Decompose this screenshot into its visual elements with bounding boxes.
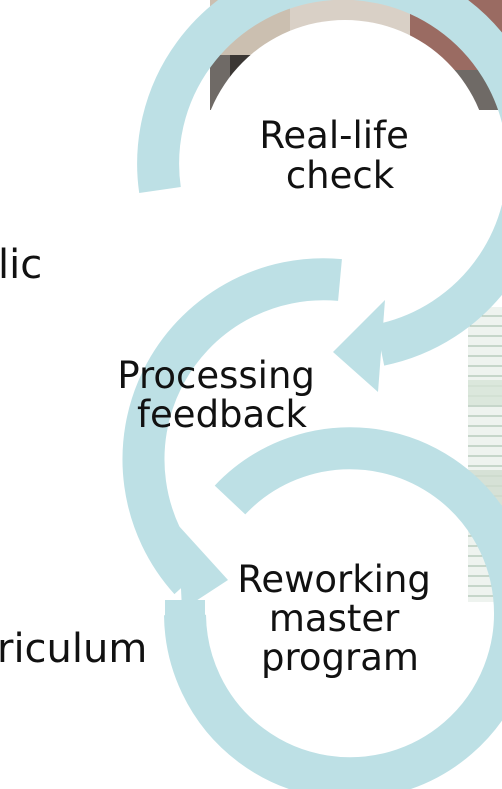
reworking-line3: program xyxy=(261,636,419,679)
real-life-check-circle xyxy=(200,20,490,310)
real-life-check-line1: Real-life xyxy=(259,114,408,157)
left-label-bottom: riculum xyxy=(0,626,147,672)
processing-feedback-arc xyxy=(122,258,342,595)
reworking-line1: Reworking xyxy=(237,558,431,601)
processing-feedback-line2: feedback xyxy=(137,393,308,436)
processing-feedback-label: Processing feedback xyxy=(117,354,326,436)
reworking-line2: master xyxy=(269,597,400,640)
reworking-arc-tail xyxy=(165,600,205,620)
real-life-check-arc xyxy=(137,0,502,366)
processing-feedback-arrowhead xyxy=(178,525,228,610)
left-label-top: lic xyxy=(0,242,42,288)
reworking-master-program-label: Reworking master program xyxy=(237,558,442,679)
processing-feedback-line1: Processing xyxy=(117,354,315,397)
real-life-check-arrowhead xyxy=(333,300,385,392)
reworking-arc xyxy=(164,427,502,789)
real-life-check-line2: check xyxy=(286,154,395,197)
real-life-check-label: Real-life check xyxy=(259,114,420,197)
